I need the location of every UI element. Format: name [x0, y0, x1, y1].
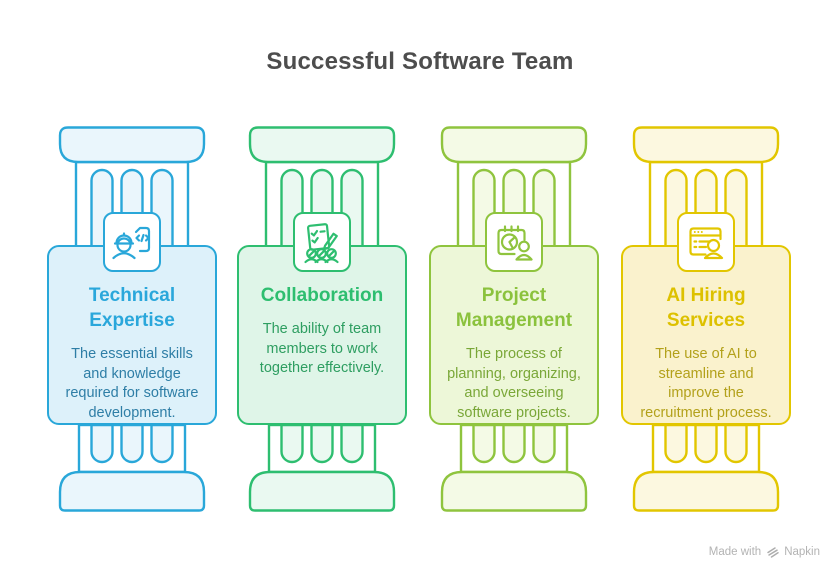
- browser-profile-icon: [689, 227, 724, 260]
- pillar-collaboration: Collaboration The ability of team member…: [227, 126, 417, 512]
- made-with-label: Made with: [708, 545, 762, 558]
- pillar-technical-expertise: Technical Expertise The essential skills…: [37, 126, 227, 512]
- card-description: The essential skills and knowledge requi…: [65, 346, 199, 421]
- pillar-graphic: [632, 126, 780, 512]
- icon-badge: [293, 212, 351, 272]
- pillar-graphic: [248, 126, 396, 512]
- card-description: The ability of team members to work toge…: [259, 321, 385, 376]
- made-with-napkin-link[interactable]: Made with Napkin: [709, 545, 820, 558]
- icon-badge: [485, 212, 543, 272]
- card-title: Project Management: [455, 285, 573, 331]
- card-description: The process of planning, organizing, and…: [447, 346, 581, 421]
- card-description: The use of AI to streamline and improve …: [640, 346, 772, 421]
- icon-badge: [677, 212, 735, 272]
- card-ai-hiring-services: AI Hiring Services The use of AI to stre…: [621, 245, 791, 425]
- pillar-ai-hiring-services: AI Hiring Services The use of AI to stre…: [611, 126, 801, 512]
- napkin-brand-label: Napkin: [784, 545, 820, 558]
- card-title: AI Hiring Services: [666, 285, 746, 331]
- card-collaboration: Collaboration The ability of team member…: [237, 245, 407, 425]
- card-title: Collaboration: [260, 285, 384, 306]
- calendar-pie-person-icon: [497, 225, 533, 261]
- card-title: Technical Expertise: [88, 285, 176, 331]
- pillar-graphic: [440, 126, 588, 512]
- icon-badge: [103, 212, 161, 272]
- card-technical-expertise: Technical Expertise The essential skills…: [47, 245, 217, 425]
- napkin-logo-icon: [767, 547, 779, 558]
- engineer-code-icon: [112, 226, 151, 260]
- pillar-project-management: Project Management The process of planni…: [419, 126, 609, 512]
- card-project-management: Project Management The process of planni…: [429, 245, 599, 425]
- page-title: Successful Software Team: [266, 48, 574, 75]
- team-checklist-icon: [304, 223, 339, 264]
